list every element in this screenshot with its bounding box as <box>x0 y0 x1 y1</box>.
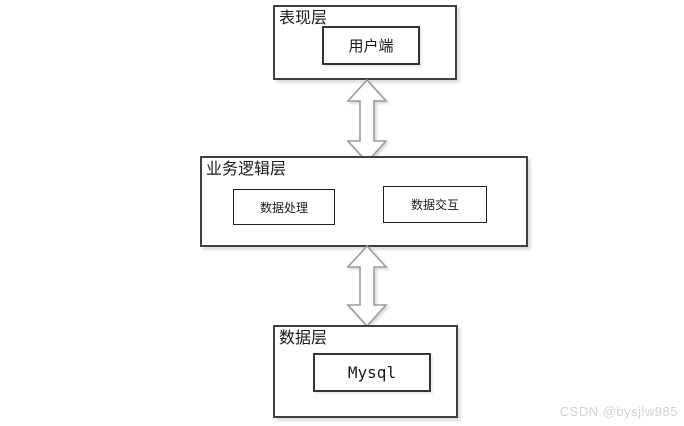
node-data-processing: 数据处理 <box>233 189 335 225</box>
node-data-interaction: 数据交互 <box>383 186 487 223</box>
layer-business-logic-title: 业务逻辑层 <box>206 161 287 178</box>
node-mysql-label: Mysql <box>347 363 397 382</box>
node-data-processing-label: 数据处理 <box>259 200 308 215</box>
double-arrow-icon <box>346 79 388 163</box>
double-arrow-icon <box>346 245 388 327</box>
node-data-interaction-label: 数据交互 <box>410 198 459 212</box>
layer-data-title: 数据层 <box>279 330 328 347</box>
node-client-label: 用户端 <box>348 39 394 55</box>
layer-presentation-title: 表现层 <box>279 10 328 27</box>
node-client: 用户端 <box>322 26 420 65</box>
node-mysql: Mysql <box>313 353 431 392</box>
layer-presentation: 表现层 <box>273 5 457 80</box>
watermark: CSDN @bysjlw985 <box>559 404 678 419</box>
